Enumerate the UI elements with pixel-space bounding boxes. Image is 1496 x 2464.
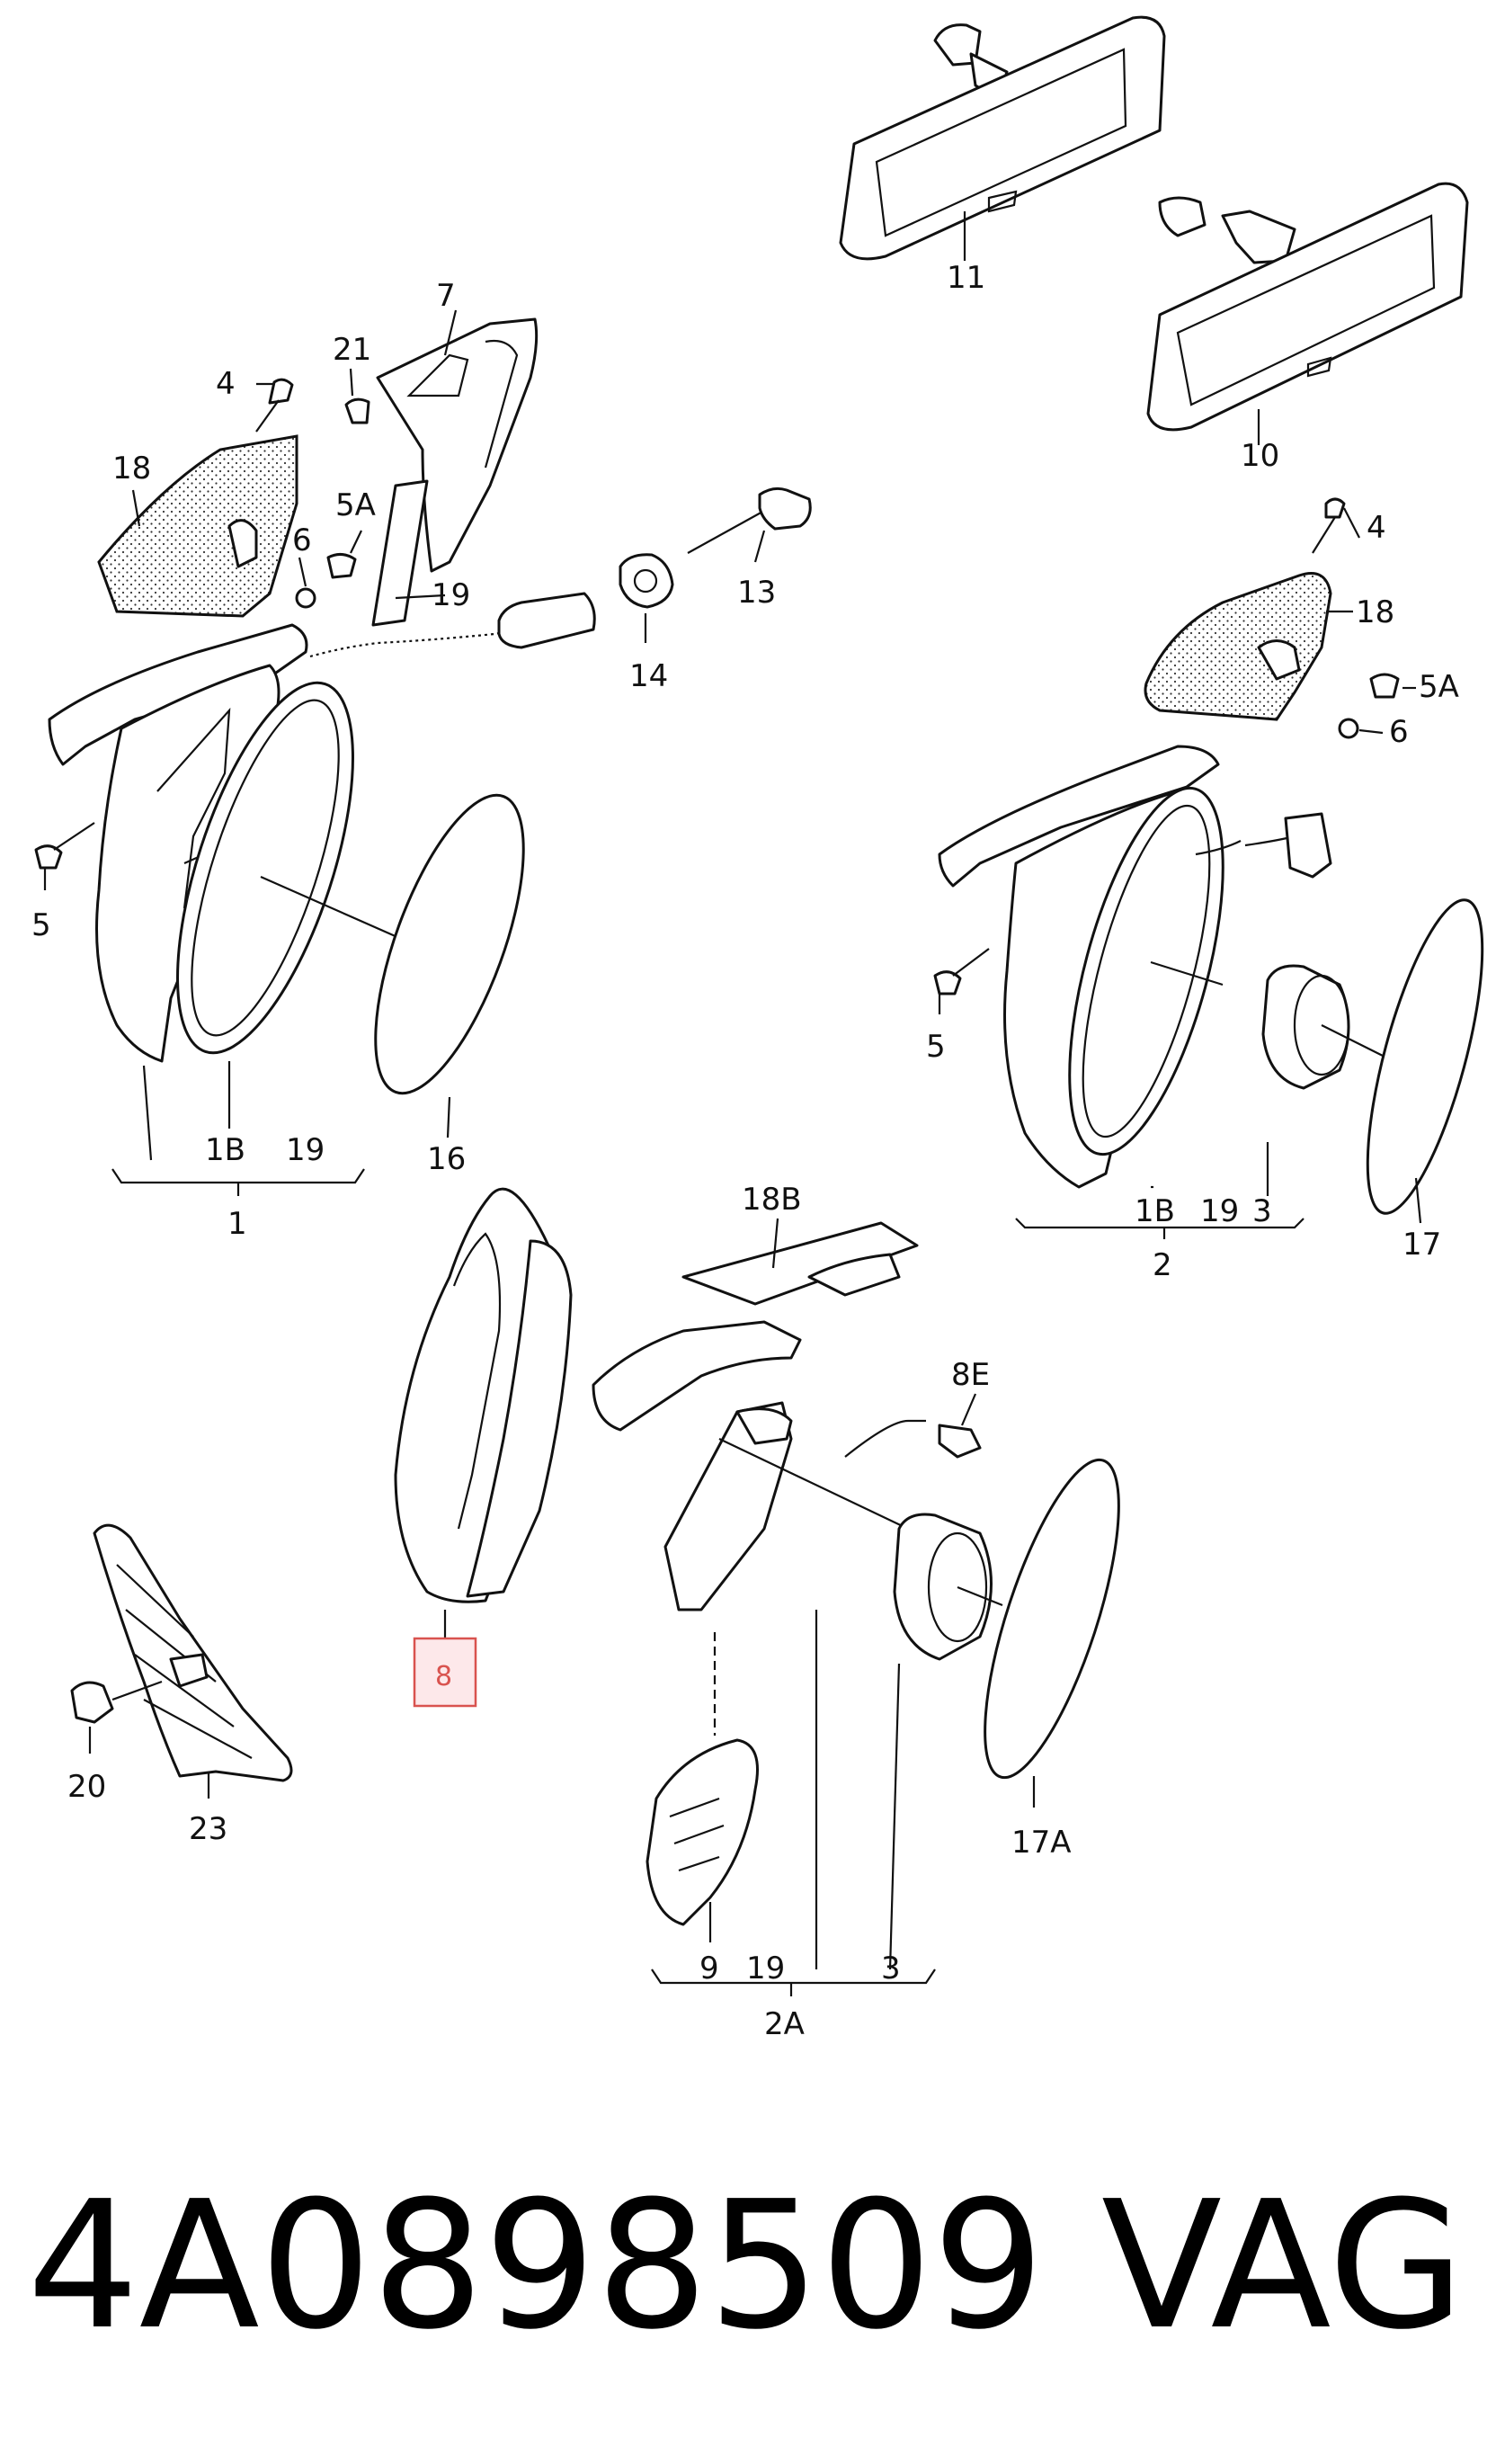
trim-23 bbox=[70, 1523, 293, 1782]
label-19c: 19 bbox=[1200, 1193, 1239, 1229]
label-19d: 19 bbox=[746, 1951, 785, 1986]
label-16: 16 bbox=[427, 1141, 466, 1177]
label-23: 23 bbox=[189, 1811, 227, 1847]
label-19a: 19 bbox=[432, 577, 470, 613]
label-17: 17 bbox=[1402, 1227, 1441, 1263]
mirror-cap-8 bbox=[394, 1187, 573, 1638]
label-18B: 18B bbox=[742, 1182, 802, 1218]
label-5b: 5 bbox=[926, 1029, 946, 1065]
label-13: 13 bbox=[737, 575, 776, 611]
label-7: 7 bbox=[436, 278, 456, 314]
label-14: 14 bbox=[629, 658, 668, 694]
label-20: 20 bbox=[67, 1769, 106, 1805]
label-5a: 5 bbox=[31, 907, 51, 943]
interior-mirror-11 bbox=[839, 15, 1166, 261]
label-8: 8 bbox=[435, 1661, 452, 1692]
part-number: 4A0898509 bbox=[27, 2164, 1045, 2369]
label-3a: 3 bbox=[1252, 1193, 1272, 1229]
label-6b: 6 bbox=[1389, 714, 1409, 750]
highlight-box bbox=[413, 1637, 477, 1708]
label-2A: 2A bbox=[764, 2006, 805, 2042]
label-4b: 4 bbox=[1367, 510, 1386, 546]
footer: 4A0898509 VAG bbox=[0, 2131, 1496, 2401]
label-9: 9 bbox=[699, 1951, 719, 1986]
callout-labels: 11 10 7 21 4 18 5A 6 19 13 14 5 1B 19 16… bbox=[31, 260, 1459, 2042]
leader-lines bbox=[43, 309, 1422, 1996]
interior-mirror-10 bbox=[1146, 182, 1469, 445]
exploded-parts-diagram: 11 10 7 21 4 18 5A 6 19 13 14 5 1B 19 16… bbox=[31, 15, 1484, 2042]
label-6a: 6 bbox=[292, 522, 312, 558]
brand-name: VAG bbox=[1101, 2164, 1465, 2369]
label-18b: 18 bbox=[1356, 594, 1394, 630]
label-17A: 17A bbox=[1011, 1825, 1072, 1861]
exterior-mirror-assembly-2 bbox=[933, 497, 1484, 1215]
label-10: 10 bbox=[1241, 438, 1279, 474]
label-19b: 19 bbox=[286, 1132, 325, 1168]
label-21: 21 bbox=[333, 332, 371, 368]
label-3b: 3 bbox=[881, 1951, 901, 1986]
label-5A-b: 5A bbox=[1419, 669, 1459, 705]
label-2: 2 bbox=[1153, 1247, 1172, 1283]
label-18a: 18 bbox=[112, 451, 151, 487]
label-1: 1 bbox=[227, 1206, 247, 1242]
label-1B-b: 1B bbox=[1135, 1193, 1175, 1229]
label-11: 11 bbox=[947, 260, 985, 296]
label-1B-a: 1B bbox=[205, 1132, 245, 1168]
exterior-mirror-assembly-2A bbox=[592, 1221, 1120, 1926]
label-4a: 4 bbox=[216, 366, 236, 402]
label-8E: 8E bbox=[951, 1357, 990, 1393]
label-5A-a: 5A bbox=[335, 487, 376, 523]
exterior-mirror-assembly-1 bbox=[34, 317, 812, 1095]
